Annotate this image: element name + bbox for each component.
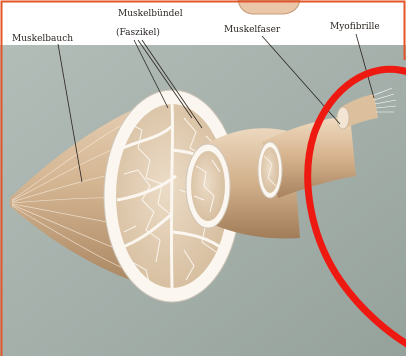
- label-muscle-fiber: Muskelfaser: [224, 25, 280, 35]
- label-myofibril: Myofibrille: [330, 22, 380, 32]
- label-muscle-belly: Muskelbauch: [12, 34, 73, 44]
- label-muscle-bundle: Muskelbündel: [118, 9, 183, 19]
- label-fascicle: (Faszikel): [116, 28, 160, 38]
